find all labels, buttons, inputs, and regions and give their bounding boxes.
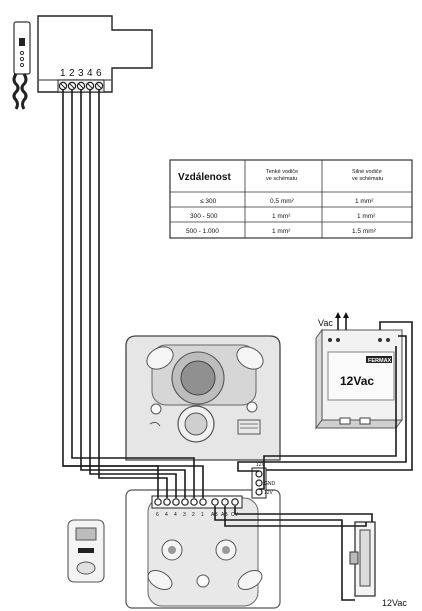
- door-terminal-label-4b: 4: [174, 512, 177, 518]
- wire-lock-a: [214, 506, 355, 601]
- table-row-1-distance: ≤ 300: [200, 198, 217, 205]
- wire-lock-b: [224, 506, 367, 527]
- lock-voltage-label: 12Vac: [382, 598, 407, 608]
- power-supply-model: 12Vac: [340, 374, 374, 388]
- intercom-terminal-label-1: 1: [60, 68, 66, 79]
- intercom-terminal-label-3: 3: [78, 68, 84, 79]
- power-supply-brand: FERMAX: [368, 358, 392, 364]
- table-row-1-thick: 1 mm²: [355, 198, 374, 205]
- door-panel-terminal-strip: [151, 467, 267, 509]
- intercom-terminal-label-2: 2: [69, 68, 75, 79]
- table-row-3-thin: 1 mm²: [272, 228, 291, 235]
- wire-terminal-4: [89, 90, 177, 498]
- wire-psu-b: [259, 346, 397, 490]
- door-power-terminal-12v-bottom: 12V: [264, 490, 274, 496]
- wire-psu-c: [266, 321, 413, 471]
- wire-terminal-3: [80, 90, 186, 498]
- intercom-terminal-label-6: 6: [96, 68, 102, 79]
- table-row-2-distance: 300 - 500: [190, 213, 218, 220]
- door-power-terminal-12v-top: 12V: [256, 462, 266, 468]
- intercom-handset: [12, 21, 31, 110]
- door-terminal-label-3: 3: [183, 512, 186, 518]
- table-header-distance: Vzdálenost: [178, 172, 231, 183]
- table-row-3-distance: 500 - 1.000: [186, 228, 219, 235]
- wire-lock-c: [234, 506, 373, 522]
- wire-psu-a: [237, 335, 407, 472]
- door-terminal-label-2: 2: [192, 512, 195, 518]
- wiring: [62, 90, 413, 601]
- table-row-3-thick: 1.5 mm²: [352, 228, 377, 235]
- door-terminal-label-cv: CV: [231, 512, 239, 518]
- electric-door-lock: [349, 521, 376, 597]
- intercom-terminal-label-4: 4: [87, 68, 93, 79]
- table-row-1-thin: 0,5 mm²: [270, 198, 295, 205]
- small-door-panel-icon: [67, 519, 105, 583]
- door-terminal-label-6: 6: [156, 512, 159, 518]
- vac-input-arrows: [335, 312, 349, 330]
- table-row-2-thick: 1 mm²: [357, 213, 376, 220]
- door-power-terminal-gnd: GND: [264, 481, 276, 487]
- cable-table: [169, 159, 413, 239]
- wire-terminal-1b: [63, 465, 204, 498]
- door-terminal-label-1: 1: [201, 512, 204, 518]
- wire-terminal-6: [98, 90, 168, 498]
- intercom-terminal-block: [57, 79, 105, 93]
- power-supply-unit: [315, 328, 403, 430]
- power-supply-input-label: Vac: [318, 318, 333, 328]
- door-panel: [125, 335, 281, 609]
- door-terminal-label-4a: 4: [165, 512, 168, 518]
- wire-terminal-2: [71, 90, 195, 498]
- table-row-2-thin: 1 mm²: [272, 213, 291, 220]
